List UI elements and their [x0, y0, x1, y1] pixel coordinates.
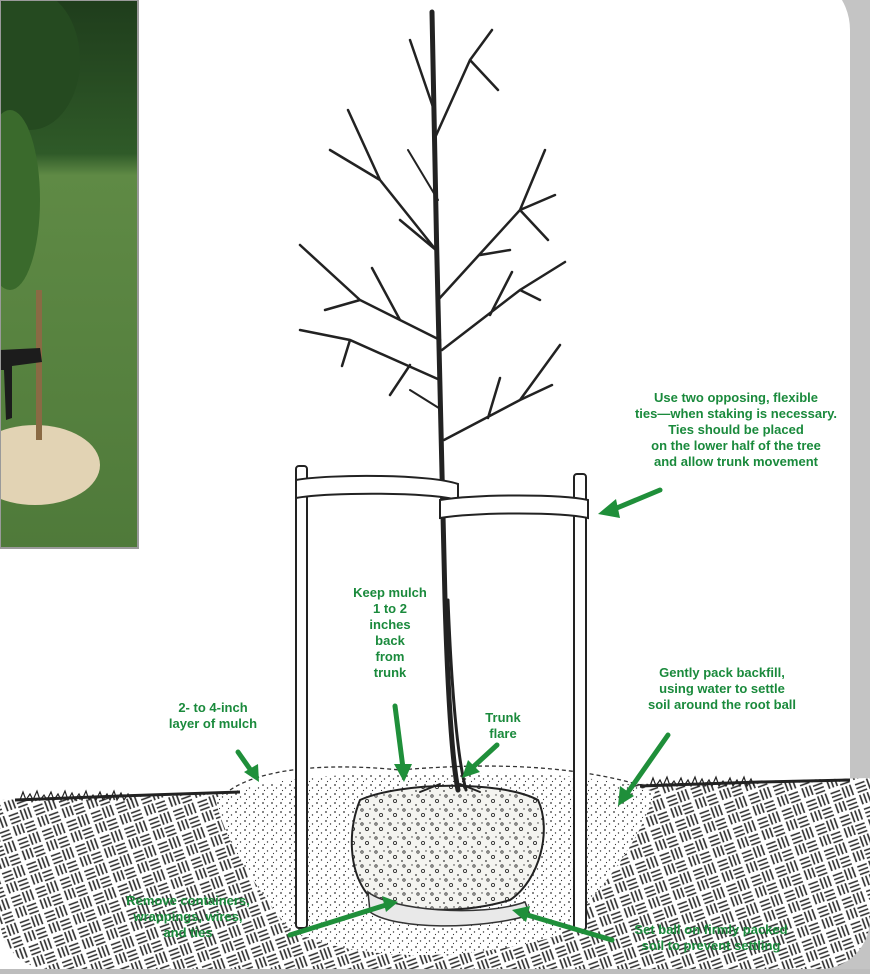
keep-mulch-label: Keep mulch 1 to 2 inches back from trunk [330, 585, 450, 681]
ties-label: Use two opposing, flexible ties—when sta… [604, 390, 868, 470]
photo-inset [0, 0, 144, 552]
backfill-label: Gently pack backfill, using water to set… [612, 665, 832, 713]
set-ball-label: Set ball on firmly packed soil to preven… [596, 922, 826, 954]
remove-containers-label: Remove containers, wrappings, wires, and… [96, 893, 280, 941]
trunk-flare-label: Trunk flare [468, 710, 538, 742]
mulch-layer-label: 2- to 4-inch layer of mulch [150, 700, 276, 732]
